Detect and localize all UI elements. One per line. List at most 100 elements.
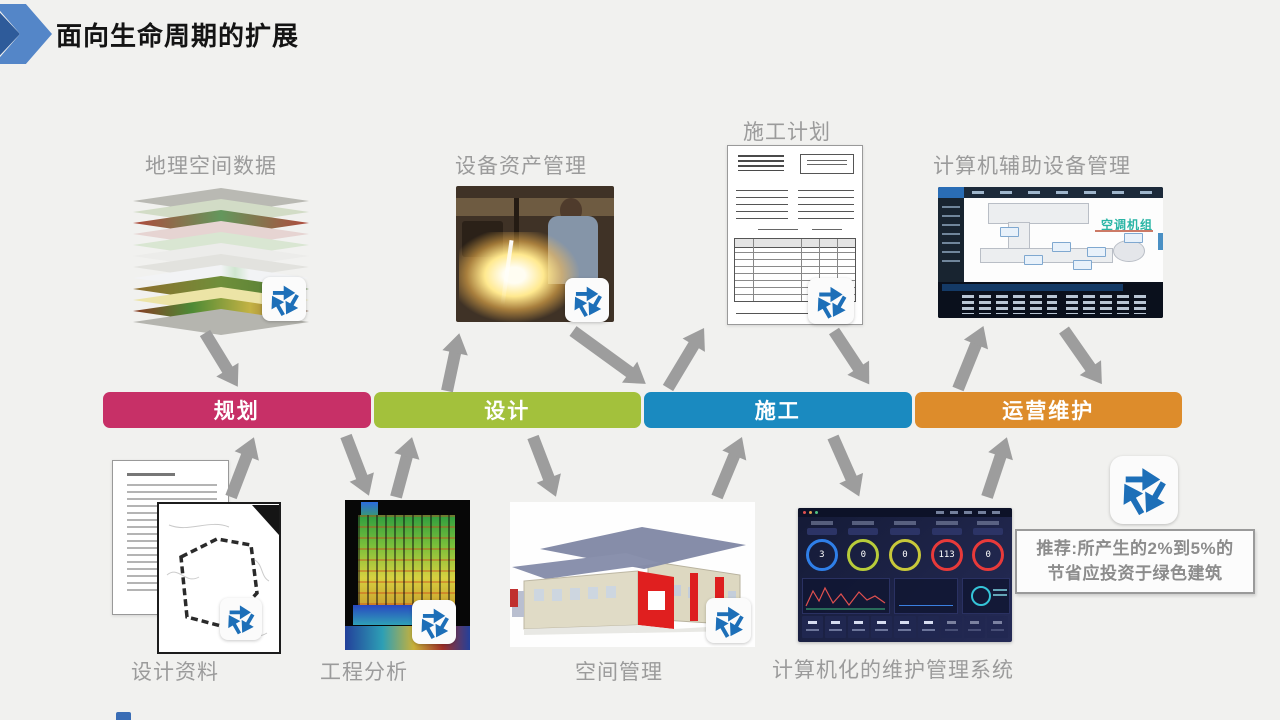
- form-table-column: [837, 239, 838, 301]
- stat-card: [917, 616, 939, 638]
- label-geospatial-data: 地理空间数据: [145, 155, 277, 178]
- stage-design: 设计: [373, 392, 641, 428]
- form-table-column: [819, 239, 820, 301]
- weather-panel: [962, 578, 1010, 614]
- equipment-list-thumbnails: [1066, 295, 1150, 314]
- flow-arrow: [527, 434, 569, 502]
- stat-card: [940, 616, 962, 638]
- gauge-ring: 0: [847, 539, 880, 571]
- status-dots: [803, 511, 806, 514]
- gauge-cell: 0: [844, 520, 882, 574]
- recommendation-note: 推荐:所产生的2%到5%的 节省应投资于绿色建筑: [1015, 529, 1255, 595]
- form-header-text: [738, 155, 784, 171]
- note-line-1: 推荐:所产生的2%到5%的: [1036, 539, 1234, 558]
- gauge-cell: 0: [886, 520, 924, 574]
- gauge-row: 3 0 0 113 0: [801, 520, 1009, 574]
- label-construction-plan: 施工计划: [743, 121, 831, 144]
- flow-arrow: [199, 329, 249, 394]
- stat-card: [848, 616, 870, 638]
- label-equipment-asset-mgmt: 设备资产管理: [455, 155, 587, 178]
- hvac-fan-3d: [1113, 240, 1146, 263]
- recycle-icon: [565, 278, 609, 322]
- stage-operations-maintenance: 运营维护: [914, 392, 1182, 428]
- app-logo: [938, 187, 964, 198]
- hvac-unit-subtitle: [1095, 229, 1154, 232]
- stat-card: [802, 616, 824, 638]
- flow-arrow: [827, 434, 872, 502]
- sensor-callout: [1051, 241, 1071, 252]
- stage-construction: 施工: [644, 392, 912, 428]
- gauge-label: [893, 521, 916, 525]
- flow-arrow: [225, 432, 267, 500]
- stage-planning: 规划: [103, 392, 371, 428]
- gauge-label: [810, 521, 833, 525]
- thermal-canopy: [352, 605, 418, 625]
- stat-card-row: [802, 616, 1008, 638]
- recycle-icon: [262, 277, 306, 321]
- stat-card: [963, 616, 985, 638]
- form-header-box: [800, 154, 854, 174]
- gauge-label: [935, 521, 958, 525]
- label-design-materials: 设计资料: [131, 661, 219, 684]
- footer-accent: [116, 712, 131, 720]
- recycle-icon: [220, 598, 262, 640]
- gauge-pill: [973, 528, 1004, 535]
- gauge-cell: 113: [928, 520, 966, 574]
- sensor-callout: [1023, 255, 1043, 266]
- gauge-label: [977, 521, 1000, 525]
- label-engineering-analysis: 工程分析: [320, 661, 408, 684]
- cmms-dashboard-screenshot: 3 0 0 113 0: [798, 508, 1012, 642]
- chart-line: [899, 605, 953, 606]
- stat-card: [986, 616, 1008, 638]
- welding-sparks: [459, 232, 580, 322]
- sensor-callout: [1073, 260, 1093, 271]
- flow-arrow: [981, 433, 1020, 499]
- gauge-cell: 0: [969, 520, 1007, 574]
- site-plan-drawing: [157, 502, 281, 654]
- stat-card: [871, 616, 893, 638]
- flow-arrow: [1059, 326, 1113, 392]
- lifecycle-bar: 规划 设计 施工 运营维护: [103, 392, 1182, 428]
- flow-arrow: [340, 433, 382, 501]
- weather-text: [993, 589, 1007, 597]
- equipment-list-thumbnails: [962, 295, 1057, 314]
- slide-title: 面向生命周期的扩展: [56, 21, 300, 51]
- app-bottom-panel: [938, 282, 1163, 318]
- gauge-pill: [806, 528, 837, 535]
- bottom-panel-tabs: [942, 284, 1123, 291]
- flow-arrow: [952, 321, 996, 392]
- cafm-software-screenshot: 空调机组: [938, 187, 1163, 318]
- gauge-ring: 113: [930, 539, 963, 571]
- form-field-lines: [798, 184, 854, 220]
- flow-arrow: [828, 327, 881, 392]
- stat-card: [825, 616, 847, 638]
- flow-arrow: [441, 330, 472, 393]
- flow-arrow: [662, 321, 716, 392]
- form-table-header: [735, 239, 855, 248]
- form-table-column: [801, 239, 802, 301]
- weather-icon: [971, 586, 991, 606]
- welding-workshop-photo: [456, 186, 614, 322]
- label-space-management: 空间管理: [575, 661, 663, 684]
- hvac-duct-3d: [987, 203, 1090, 224]
- form-table: [734, 238, 856, 302]
- note-line-2: 节省应投资于绿色建筑: [1047, 563, 1223, 583]
- side-tab: [1158, 233, 1163, 251]
- recycle-icon: [706, 598, 751, 643]
- gauge-ring: 0: [972, 539, 1005, 571]
- recycle-icon: [412, 600, 456, 644]
- recycle-icon: [1110, 456, 1178, 524]
- flow-arrow: [390, 433, 425, 499]
- app-menu-items: [972, 191, 1155, 194]
- gauge-label: [852, 521, 875, 525]
- form-signature-lines: [736, 306, 832, 316]
- gis-layer-stack-image: [133, 188, 309, 340]
- stat-card: [894, 616, 916, 638]
- sensor-callout: [1124, 233, 1144, 244]
- sensor-callout: [1087, 246, 1107, 257]
- app-top-bar: [938, 187, 1163, 198]
- form-line: [758, 229, 798, 230]
- gauge-cell: 3: [803, 520, 841, 574]
- label-cmms: 计算机化的维护管理系统: [772, 659, 1014, 682]
